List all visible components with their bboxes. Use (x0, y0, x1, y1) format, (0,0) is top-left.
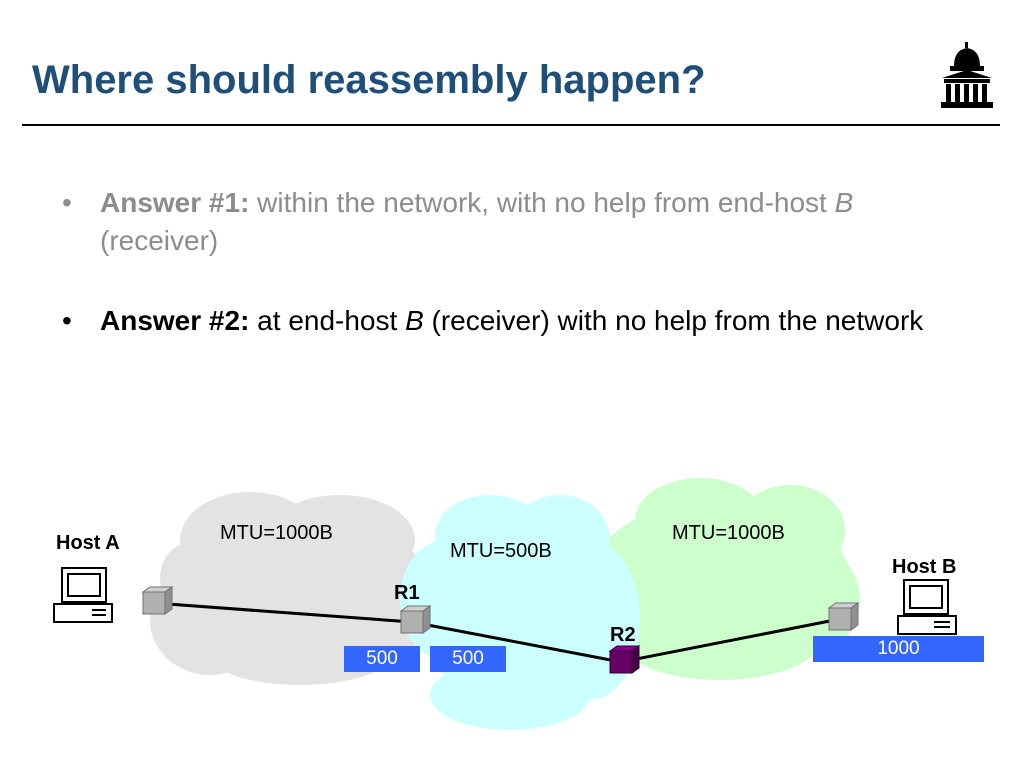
packet-reassembled: 1000 (813, 636, 984, 662)
middle-network-mtu: MTU=500B (450, 540, 552, 562)
host-b-gateway-router (827, 602, 860, 631)
answer-1-host: B (834, 187, 854, 218)
packet-fragment-2: 500 (430, 646, 506, 672)
bullet-answer-2: • Answer #2: at end-host B (receiver) wi… (62, 302, 942, 340)
packet-fragment-1: 500 (344, 646, 420, 672)
router-r1 (399, 605, 432, 634)
answer-2-text-pre: at end-host (249, 305, 406, 336)
host-b-computer-icon (897, 579, 957, 635)
network-diagram: Host A Host B MTU=1000B MTU=500B MTU=100… (0, 470, 1024, 768)
router-r2 (608, 645, 641, 674)
router-r1-label: R1 (394, 582, 420, 604)
bullet-dot: • (62, 187, 72, 218)
network-diagram-graphic (53, 478, 957, 730)
right-network-mtu: MTU=1000B (672, 522, 785, 544)
link-r1-r2 (411, 620, 622, 664)
host-a-label: Host A (56, 532, 120, 554)
link-r2-b (620, 617, 841, 664)
link-a-r1 (153, 601, 413, 624)
title-divider (22, 124, 1000, 126)
answer-2-text-post: (receiver) with no help from the network (423, 305, 924, 336)
right-network-cloud (590, 478, 860, 680)
slide-title: Where should reassembly happen? (32, 58, 706, 102)
answer-1-label: Answer #1: (100, 187, 250, 218)
answer-1-text-pre: within the network, with no help from en… (249, 187, 835, 218)
host-a-computer-icon (53, 567, 113, 623)
answer-1-text-post: (receiver) (100, 225, 219, 256)
answer-2-label: Answer #2: (100, 305, 250, 336)
router-r2-label: R2 (610, 624, 636, 646)
bullet-list: • Answer #1: within the network, with no… (62, 184, 942, 382)
left-network-mtu: MTU=1000B (220, 522, 333, 544)
middle-network-cloud (400, 495, 640, 730)
institution-logo-icon (941, 42, 993, 108)
bullet-answer-1: • Answer #1: within the network, with no… (62, 184, 942, 260)
bullet-dot: • (62, 305, 72, 336)
host-b-label: Host B (892, 556, 957, 578)
host-a-gateway-router (141, 586, 174, 615)
answer-2-host: B (405, 305, 424, 336)
